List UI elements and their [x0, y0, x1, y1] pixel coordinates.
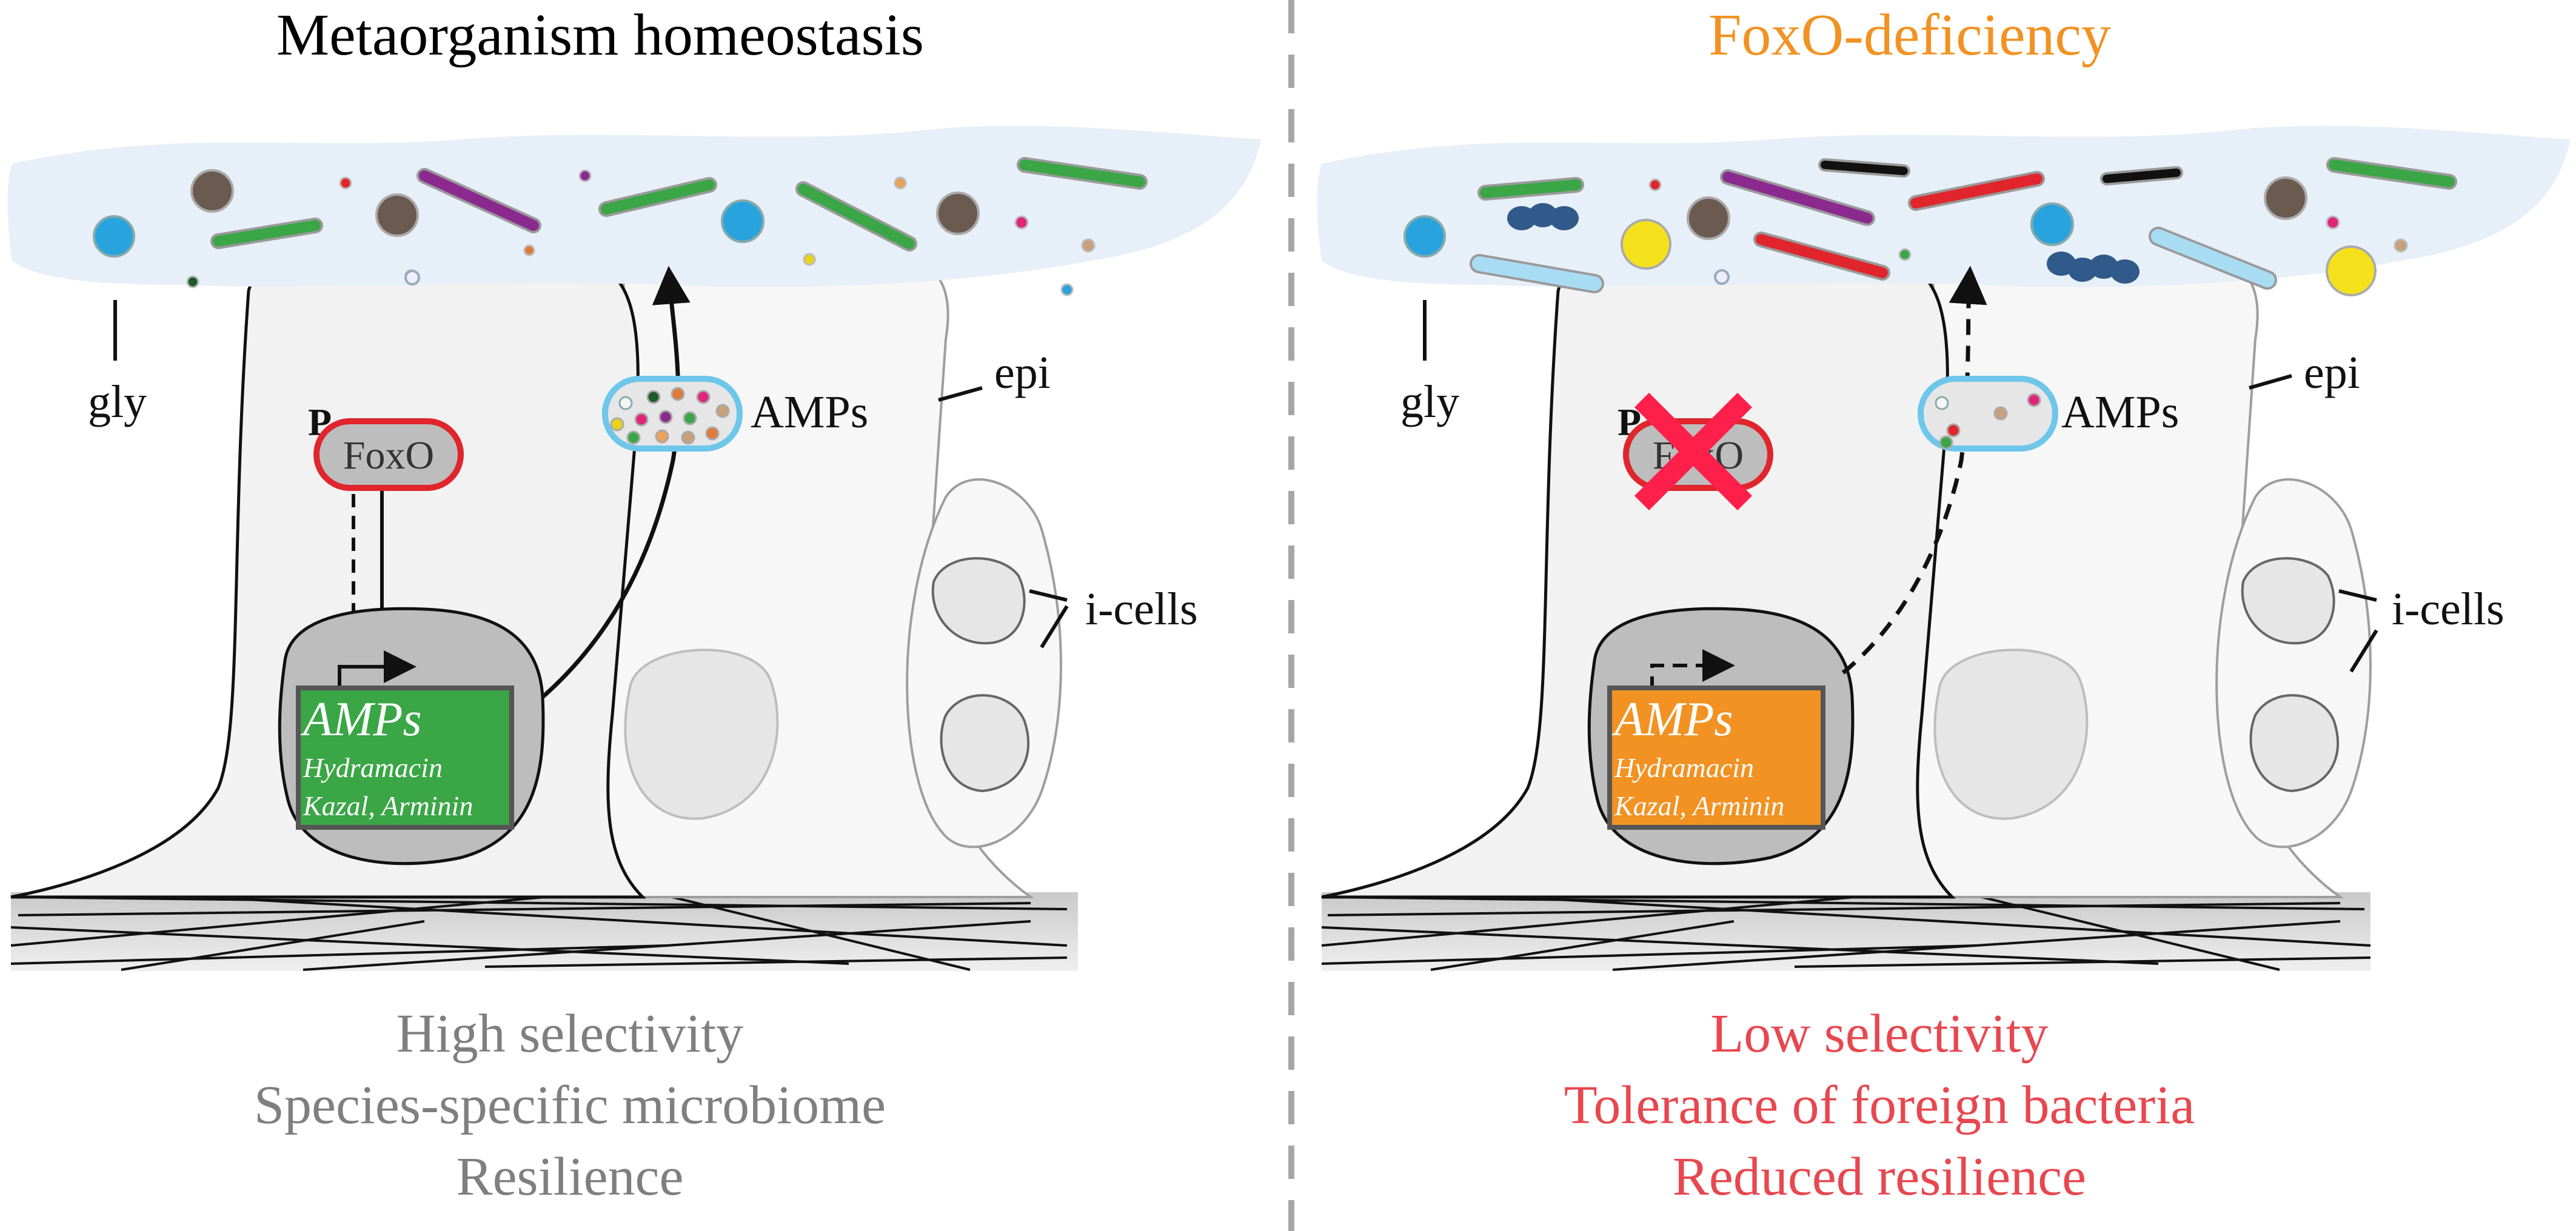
left-labels: gly epi i-cells: [88, 300, 1198, 649]
gly-label: gly: [88, 376, 147, 427]
amps-vesicle-label: AMPs: [751, 387, 868, 438]
amp-genes-box-right: [1607, 686, 1825, 830]
left-caption-1: High selectivity: [396, 1004, 743, 1064]
right-panel: FoxO-deficiency: [1317, 2, 2571, 1207]
amp-genes-box: [296, 686, 514, 830]
nucleus-right: AMPs Hydramacin Kazal, Arminin: [1587, 607, 1855, 866]
amp-vesicle: AMPs: [602, 376, 868, 452]
amp-secretion-arrow-dashed: [1841, 265, 1987, 675]
amps-vesicle-label-right: AMPs: [2061, 387, 2179, 438]
left-caption-3: Resilience: [457, 1147, 684, 1207]
amp-gene-line1-right: Hydramacin: [1614, 752, 1754, 783]
ecm-layer-right: [1321, 892, 2371, 971]
ecm-layer: [10, 892, 1078, 971]
microbes-dysbiosis: [1403, 157, 2457, 296]
amp-vesicle-right: AMPs: [1918, 376, 2179, 452]
left-captions: High selectivity Species-specific microb…: [254, 1004, 886, 1207]
left-title: Metaorganism homeostasis: [276, 2, 924, 68]
nucleus-left: AMPs Hydramacin Kazal, Arminin: [278, 607, 545, 866]
epi-label-right: epi: [2304, 347, 2360, 398]
gly-label-right: gly: [1400, 376, 1459, 427]
interstitial-cells: [906, 478, 1062, 849]
foxo-protein-deficient: P FoxO: [1618, 392, 1773, 511]
amp-secretion-arrow: [541, 265, 691, 699]
amp-gene-line1: Hydramacin: [303, 752, 443, 783]
right-title: FoxO-deficiency: [1708, 2, 2111, 68]
amp-gene-line2: Kazal, Arminin: [303, 790, 473, 821]
interstitial-cells-right: [2215, 478, 2372, 849]
right-caption-1: Low selectivity: [1710, 1004, 2048, 1064]
right-caption-3: Reduced resilience: [1673, 1147, 2086, 1207]
amp-genes-title-right: AMPs: [1611, 693, 1733, 746]
amp-gene-line2-right: Kazal, Arminin: [1614, 790, 1784, 821]
left-caption-2: Species-specific microbiome: [254, 1075, 886, 1135]
microbes-homeostasis: [93, 157, 1148, 296]
left-panel: Metaorganism homeostasis: [7, 2, 1261, 1207]
right-captions: Low selectivity Tolerance of foreign bac…: [1564, 1004, 2195, 1207]
right-caption-2: Tolerance of foreign bacteria: [1564, 1075, 2195, 1135]
foxo-protein: P FoxO: [308, 401, 464, 491]
right-labels: gly epi i-cells: [1400, 300, 2504, 673]
foxo-label: FoxO: [343, 433, 434, 478]
icells-label: i-cells: [1085, 584, 1198, 635]
icells-label-right: i-cells: [2392, 584, 2504, 635]
epi-label: epi: [994, 347, 1051, 398]
amp-genes-title: AMPs: [300, 693, 422, 746]
knockout-cross-icon: [1634, 392, 1753, 511]
